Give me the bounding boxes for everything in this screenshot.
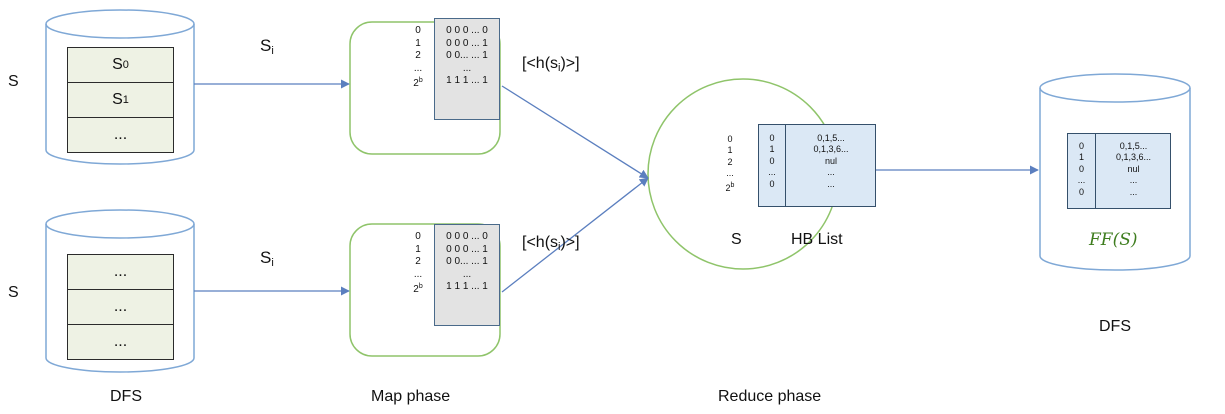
map-top-row: 0 0... ... 1 [446, 50, 488, 62]
reduce-index-col: 0 1 2 ... 2b [725, 134, 735, 193]
map-top-table: 0 0 0 ... 0 0 0 0 ... 1 0 0... ... 1 ...… [434, 18, 500, 120]
reduce-s-label: S [731, 231, 742, 248]
dfs-hb-col1: 0 1 0 ... 0 [1077, 141, 1086, 197]
reduce-hb-col1: 0 1 0 ... 0 [768, 133, 776, 189]
caption-dfs-right: DFS [1099, 318, 1131, 335]
caption-map-phase: Map phase [371, 388, 451, 405]
map-bottom-index-col: 0 1 2 ... 2b [413, 231, 423, 296]
map-bottom-row: 1 1 1 ... 1 [446, 281, 488, 293]
map-bottom-row: ... [462, 268, 472, 280]
dfs-bottom-cell-2: ... [67, 324, 174, 360]
hash-label-bottom: [<h(si)>] [522, 234, 580, 253]
arrow-map-bottom-to-reduce [501, 177, 649, 293]
dfs-top-cell-2: ... [67, 117, 174, 153]
dfs-cylinder-top [45, 9, 195, 165]
map-box-bottom [349, 223, 501, 357]
reduce-hb-col2: 0,1,5... 0,1,3,6... nul ... ... [813, 133, 849, 189]
dfs-cylinder-right [1039, 73, 1191, 271]
map-top-row: 0 0 0 ... 0 [446, 25, 488, 36]
map-bottom-row: 0 0... ... 1 [446, 256, 488, 268]
s-label-bottom: S [8, 284, 19, 301]
map-bottom-row: 0 0 0 ... 1 [446, 243, 488, 255]
ff-label: FF(S) [1089, 230, 1138, 250]
map-box-top [349, 21, 501, 155]
si-label-top: Si [260, 36, 274, 57]
map-top-row: 1 1 1 ... 1 [446, 75, 488, 87]
map-top-row: ... [462, 62, 472, 74]
hb-list-label: HB List [791, 231, 843, 248]
map-bottom-table: 0 0 0 ... 0 0 0 0 ... 1 0 0... ... 1 ...… [434, 224, 500, 326]
dfs-bottom-cell-1: ... [67, 289, 174, 325]
map-bottom-row: 0 0 0 ... 0 [446, 231, 488, 242]
map-top-row: 0 0 0 ... 1 [446, 37, 488, 49]
arrow-map-top-to-reduce [501, 85, 649, 179]
caption-reduce-phase: Reduce phase [718, 388, 822, 405]
dfs-hb-table: 0 1 0 ... 0 0,1,5... 0,1,3,6... nul ... … [1067, 133, 1171, 209]
dfs-bottom-cell-0: ... [67, 254, 174, 290]
reduce-hb-table: 0 1 0 ... 0 0,1,5... 0,1,3,6... nul ... … [758, 124, 876, 207]
map-top-index-col: 0 1 2 ... 2b [413, 25, 423, 90]
caption-dfs-left: DFS [110, 388, 142, 405]
si-label-bottom: Si [260, 248, 274, 269]
dfs-hb-col2: 0,1,5... 0,1,3,6... nul ... ... [1115, 141, 1152, 197]
hash-label-top: [<h(si)>] [522, 55, 580, 74]
dfs-cylinder-bottom [45, 209, 195, 373]
s-label-top: S [8, 73, 19, 90]
